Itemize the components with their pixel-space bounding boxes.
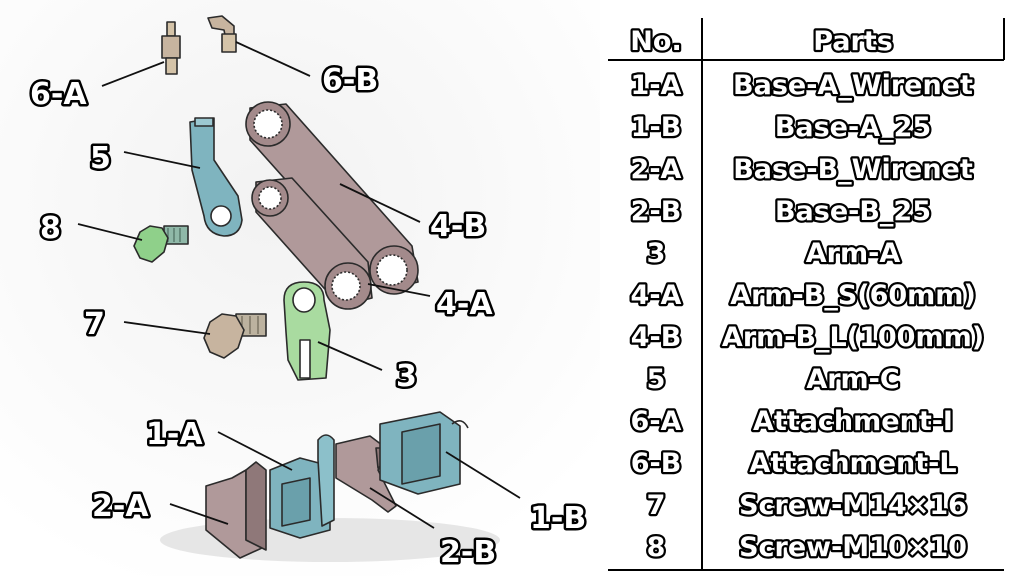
table-row: 7 Screw-M14×16 bbox=[644, 488, 969, 524]
table-cell-part: Attachment-I bbox=[753, 406, 953, 437]
table-rows: 1-A Base-A_Wirenet 1-B Base-A_25 2-A Base-B_W… bbox=[628, 68, 986, 566]
callout-5: 5 bbox=[90, 141, 111, 176]
table-cell-no: 3 bbox=[647, 238, 666, 269]
callout-3: 3 bbox=[396, 359, 417, 394]
part-8-screw-m10x10 bbox=[133, 225, 189, 263]
callout-1b: 1-B bbox=[530, 501, 586, 536]
parts-table: No. Parts 1-A Base-A_Wirenet 1-B Base-A_25 2… bbox=[608, 18, 1005, 571]
part-5-arm-c bbox=[189, 117, 243, 237]
table-row: 5 Arm-C bbox=[644, 362, 902, 398]
table-row: 2-B Base-B_25 bbox=[628, 194, 933, 230]
table-cell-no: 1-B bbox=[631, 112, 682, 143]
callout-2a: 2-A bbox=[92, 489, 149, 524]
table-row: 3 Arm-A bbox=[644, 236, 902, 272]
table-header-parts: Parts bbox=[813, 26, 893, 57]
table-cell-no: 4-A bbox=[631, 280, 682, 311]
table-cell-no: 2-B bbox=[631, 196, 682, 227]
part-4a-arm-b-s bbox=[251, 177, 373, 310]
leader-lines bbox=[77, 41, 521, 529]
table-cell-part: Base-A_Wirenet bbox=[733, 70, 973, 101]
table-cell-part: Arm-C bbox=[806, 364, 899, 395]
callout-4a: 4-A bbox=[436, 287, 493, 322]
table-row: 1-A Base-A_Wirenet bbox=[628, 68, 975, 104]
table-row: 6-B Attachment-L bbox=[628, 446, 958, 482]
table-cell-no: 8 bbox=[647, 532, 666, 563]
part-6a-attachment-i bbox=[161, 21, 181, 75]
table-cell-part: Attachment-L bbox=[749, 448, 956, 479]
callout-1a: 1-A bbox=[146, 417, 203, 452]
table-cell-part: Base-A_25 bbox=[775, 112, 931, 143]
callout-6b: 6-B bbox=[322, 63, 378, 98]
table-cell-no: 5 bbox=[647, 364, 666, 395]
table-row: 4-B Arm-B_L(100mm) bbox=[628, 320, 986, 356]
callout-8: 8 bbox=[40, 211, 61, 246]
table-cell-part: Arm-B_S(60mm) bbox=[730, 280, 976, 311]
table-row: 2-A Base-B_Wirenet bbox=[628, 152, 975, 188]
callout-4b: 4-B bbox=[430, 209, 486, 244]
table-cell-part: Screw-M10×10 bbox=[739, 532, 967, 563]
table-cell-part: Arm-B_L(100mm) bbox=[722, 322, 984, 353]
table-cell-part: Base-B_25 bbox=[775, 196, 931, 227]
table-header-no: No. bbox=[630, 26, 681, 57]
callout-7: 7 bbox=[84, 307, 105, 342]
table-row: 6-A Attachment-I bbox=[628, 404, 955, 440]
table-cell-part: Base-B_Wirenet bbox=[733, 154, 973, 185]
part-3-arm-a bbox=[283, 281, 331, 381]
part-6b-attachment-l bbox=[207, 15, 237, 53]
part-7-screw-m14x16 bbox=[203, 313, 267, 359]
part-1a-base-a-wirenet bbox=[269, 434, 335, 539]
table-row: 4-A Arm-B_S(60mm) bbox=[628, 278, 978, 314]
table-row: 8 Screw-M10×10 bbox=[644, 530, 969, 566]
callout-6a: 6-A bbox=[30, 77, 87, 112]
part-4b-arm-b-l bbox=[245, 101, 419, 295]
part-2a-base-b-wirenet bbox=[205, 461, 267, 559]
part-1b-base-a-25 bbox=[379, 411, 469, 495]
table-cell-no: 1-A bbox=[631, 70, 682, 101]
table-cell-no: 6-A bbox=[631, 406, 682, 437]
callout-2b: 2-B bbox=[440, 535, 496, 570]
table-row: 1-B Base-A_25 bbox=[628, 110, 933, 146]
table-cell-no: 4-B bbox=[631, 322, 682, 353]
table-cell-no: 7 bbox=[647, 490, 666, 521]
table-cell-part: Screw-M14×16 bbox=[739, 490, 967, 521]
table-cell-no: 2-A bbox=[631, 154, 682, 185]
table-cell-no: 6-B bbox=[631, 448, 682, 479]
table-cell-part: Arm-A bbox=[806, 238, 901, 269]
